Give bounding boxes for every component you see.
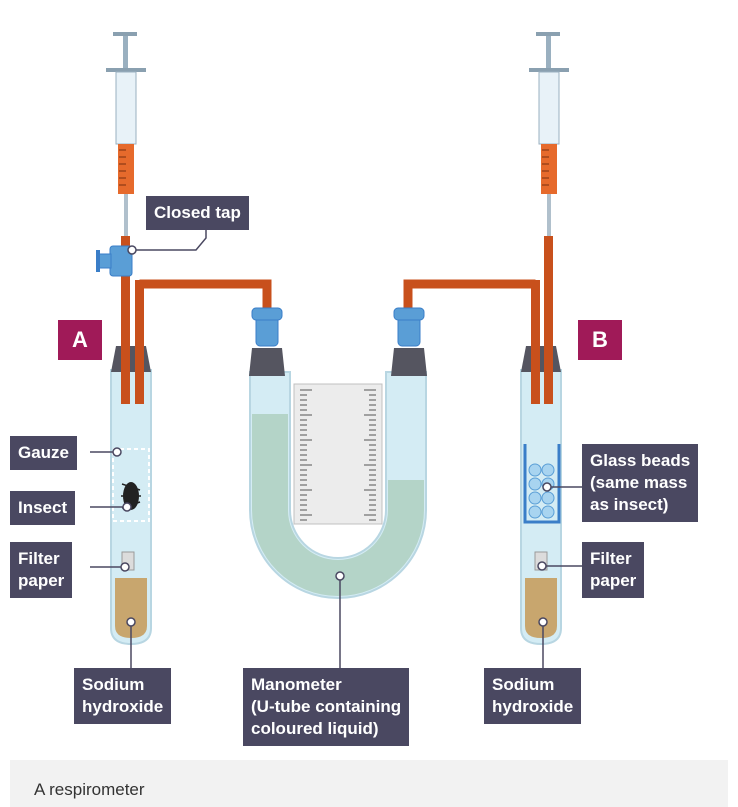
connecting-pipes bbox=[139, 279, 536, 312]
sodium-hydroxide-a-label: Sodium hydroxide bbox=[74, 668, 172, 724]
closed-tap-label: Closed tap bbox=[146, 196, 249, 230]
insect-label: Insect bbox=[10, 491, 76, 525]
syringe-a bbox=[106, 32, 146, 238]
syringe-b bbox=[529, 32, 569, 236]
glass-beads-label: Glass beads (same mass as insect) bbox=[582, 444, 699, 522]
gauze-label: Gauze bbox=[10, 436, 78, 470]
respirometer-diagram bbox=[90, 32, 582, 668]
filter-paper-b-label: Filter paper bbox=[582, 542, 645, 598]
leader-lines bbox=[90, 224, 582, 668]
caption-text: A respirometer bbox=[34, 780, 145, 799]
manometer-label: Manometer (U-tube containing coloured li… bbox=[243, 668, 410, 746]
test-tube-b bbox=[520, 236, 562, 646]
test-tube-a bbox=[110, 236, 152, 646]
tag-a: A bbox=[58, 320, 102, 360]
caption-bar: A respirometer bbox=[10, 760, 728, 807]
closed-tap bbox=[96, 245, 133, 277]
filter-paper-a-label: Filter paper bbox=[10, 542, 73, 598]
manometer-u-tube bbox=[249, 307, 427, 599]
manometer-scale bbox=[300, 389, 376, 521]
sodium-hydroxide-b-label: Sodium hydroxide bbox=[484, 668, 582, 724]
tag-b: B bbox=[578, 320, 622, 360]
